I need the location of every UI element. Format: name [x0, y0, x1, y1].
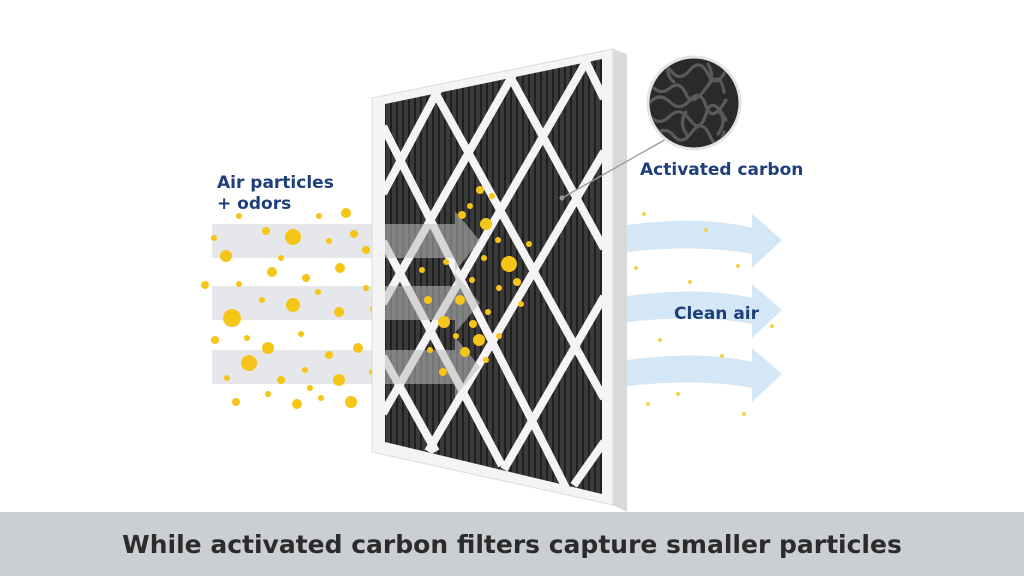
filter-diagram [201, 48, 782, 512]
clean-air-label: Clean air [674, 304, 760, 324]
carbon-callout [559, 55, 742, 201]
callout-line [561, 137, 669, 199]
carbon-media [385, 59, 602, 494]
incoming-label-line2: + odors [217, 194, 292, 214]
incoming-label: Air particles + odors [217, 173, 334, 215]
clean-air-arrows [627, 214, 782, 402]
clean-arrow-bottom [627, 348, 782, 402]
caption-bar: While activated carbon filters capture s… [0, 512, 1024, 576]
carbon-closeup-icon [646, 55, 742, 151]
caption-text: While activated carbon filters capture s… [122, 529, 902, 559]
clean-arrow-top [627, 214, 782, 268]
clean-arrow-middle [627, 284, 782, 338]
through-filter-arrows [385, 211, 480, 397]
incoming-label-line1: Air particles [217, 173, 334, 193]
carbon-filter [371, 48, 627, 512]
filter-frame-side [613, 49, 627, 512]
clean-air-specks [634, 212, 774, 416]
activated-carbon-label: Activated carbon [640, 160, 804, 180]
trapped-particles [419, 186, 532, 376]
